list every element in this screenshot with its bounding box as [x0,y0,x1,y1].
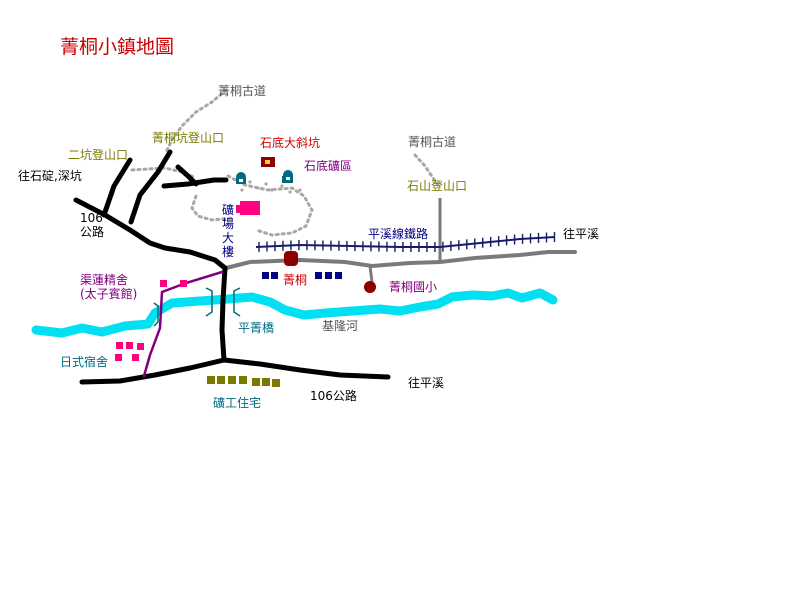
label-shishan-trailhead: 石山登山口 [407,179,468,193]
japanese-dorm-markers [115,342,144,361]
label-to-pingxi-east: 往平溪 [563,227,600,241]
mine-building-pink [236,201,260,215]
road-jingtong-trail [128,149,173,225]
pingjing-bridge [153,287,241,327]
trail-building [190,194,234,222]
road-mine-curve [175,164,199,187]
label-pingjing-bridge: 平菁橋 [238,321,275,335]
label-erkeng-trailhead: 二坑登山口 [68,148,129,162]
label-miner-housing: 礦工住宅 [213,396,262,410]
mine-house-right [282,170,293,183]
label-jingtong-station: 菁桐 [283,273,308,287]
station-building [284,251,298,266]
street-to-school [368,265,374,283]
miner-housing-markers [207,376,280,387]
mine-area-dots [240,180,302,194]
road-106 [73,149,391,385]
label-guest-house: 渠蓮精舍 (太子賓館) [80,273,138,301]
mine-house-left [236,172,246,184]
station-houses [262,272,342,279]
trail-erkeng [130,166,198,180]
label-mine-building: 礦場大樓 [222,203,235,259]
label-pingxi-rail: 平溪線鐵路 [368,227,429,241]
school-marker [364,281,376,293]
map-title: 菁桐小鎮地圖 [60,36,175,58]
guest-house-markers [160,280,187,287]
mine-buildings [236,157,293,215]
street-gray [224,250,577,270]
label-old-trail-top: 菁桐古道 [218,84,267,98]
label-road106-bottom: 106公路 [310,389,357,403]
label-to-pingxi-south: 往平溪 [408,376,445,390]
road-shiding [101,157,133,218]
road-106-sw [79,357,227,385]
road-106-south [219,265,228,363]
purple-lane [142,270,224,378]
label-keelung-river: 基隆河 [322,319,359,333]
label-jingtong-trailhead: 菁桐坑登山口 [152,131,225,145]
road-106-west [73,197,228,271]
road-mine-branch [161,177,229,189]
label-shidi-shaft: 石底大斜坑 [260,136,321,150]
pingxi-railway [255,232,556,252]
label-jingtong-school: 菁桐國小 [389,280,438,294]
label-shidi-mine: 石底礦區 [304,159,353,173]
label-old-trail-right: 菁桐古道 [408,135,457,149]
label-japanese-dorm: 日式宿舍 [60,355,109,369]
label-road106-left: 106 公路 [80,211,105,239]
label-to-shiding: 往石碇,深坑 [18,169,82,183]
road-106-se [221,357,391,380]
keelung-river [31,288,558,338]
trail-old-path-north [164,88,228,154]
dotted-trails [130,88,442,237]
trail-old-path-east [413,153,442,190]
